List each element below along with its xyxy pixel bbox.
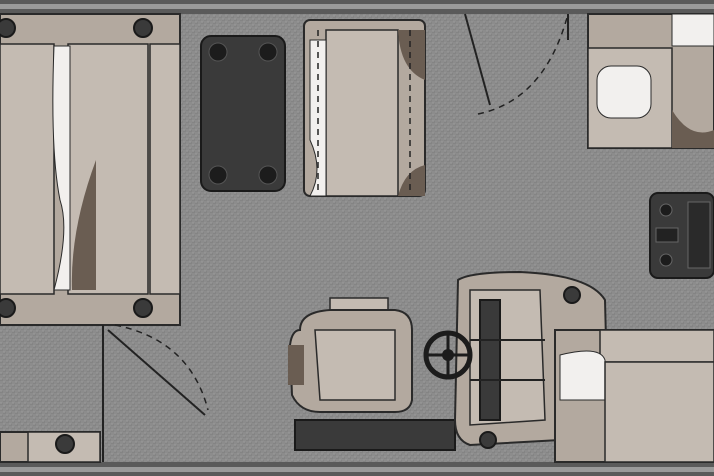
steering-wheel-icon xyxy=(423,330,473,380)
cup-holder-icon xyxy=(133,298,153,318)
stern-left-seat xyxy=(0,431,101,463)
top-rail xyxy=(0,0,714,14)
rear-lounge-bottom xyxy=(554,329,714,463)
table xyxy=(200,35,286,192)
rear-lounge-top xyxy=(587,13,714,149)
cup-holder-icon xyxy=(133,18,153,38)
gate-bottom-left xyxy=(102,324,209,462)
cup-holder-icon xyxy=(0,298,16,318)
center-seat xyxy=(303,19,426,197)
dash-panel xyxy=(649,192,714,279)
bow-lounge-seat xyxy=(0,13,181,326)
bottom-rail xyxy=(0,462,714,476)
cup-holder-icon xyxy=(0,18,16,38)
gate-top xyxy=(464,13,569,115)
helm-seat xyxy=(288,297,456,451)
